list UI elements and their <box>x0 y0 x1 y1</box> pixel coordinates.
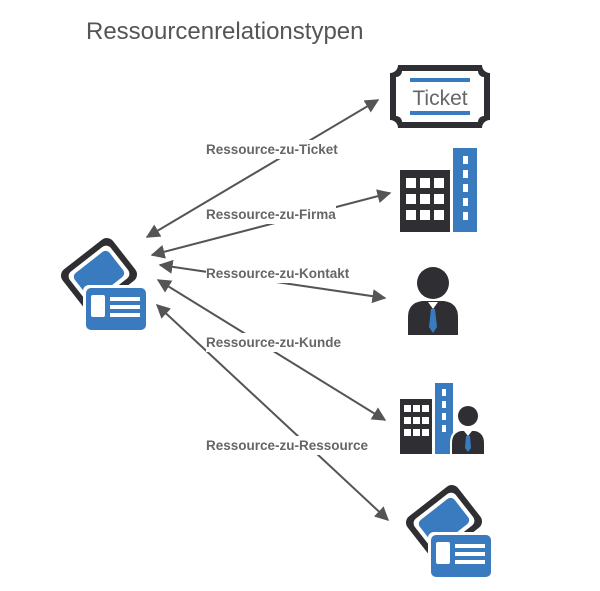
relation-label-kontakt: Ressource-zu-Kontakt <box>206 264 350 283</box>
ticket-icon: Ticket <box>390 65 490 128</box>
arrow-firma <box>150 189 392 259</box>
contact-person-icon <box>408 267 458 335</box>
company-building-icon <box>400 148 477 232</box>
relation-label-ticket: Ressource-zu-Ticket <box>206 140 338 159</box>
arrow-ressource <box>155 304 390 521</box>
target-resource-card-icon <box>406 485 494 580</box>
relation-label-kunde: Ressource-zu-Kunde <box>206 333 342 352</box>
customer-icon <box>400 383 486 454</box>
relation-label-ressource: Ressource-zu-Ressource <box>206 436 369 455</box>
diagram-title: Ressourcenrelationstypen <box>86 18 364 45</box>
ticket-icon-text: Ticket <box>412 87 467 110</box>
relation-label-firma: Ressource-zu-Firma <box>206 205 336 224</box>
source-resource-card-icon <box>61 238 149 333</box>
relation-arrows <box>145 99 392 521</box>
